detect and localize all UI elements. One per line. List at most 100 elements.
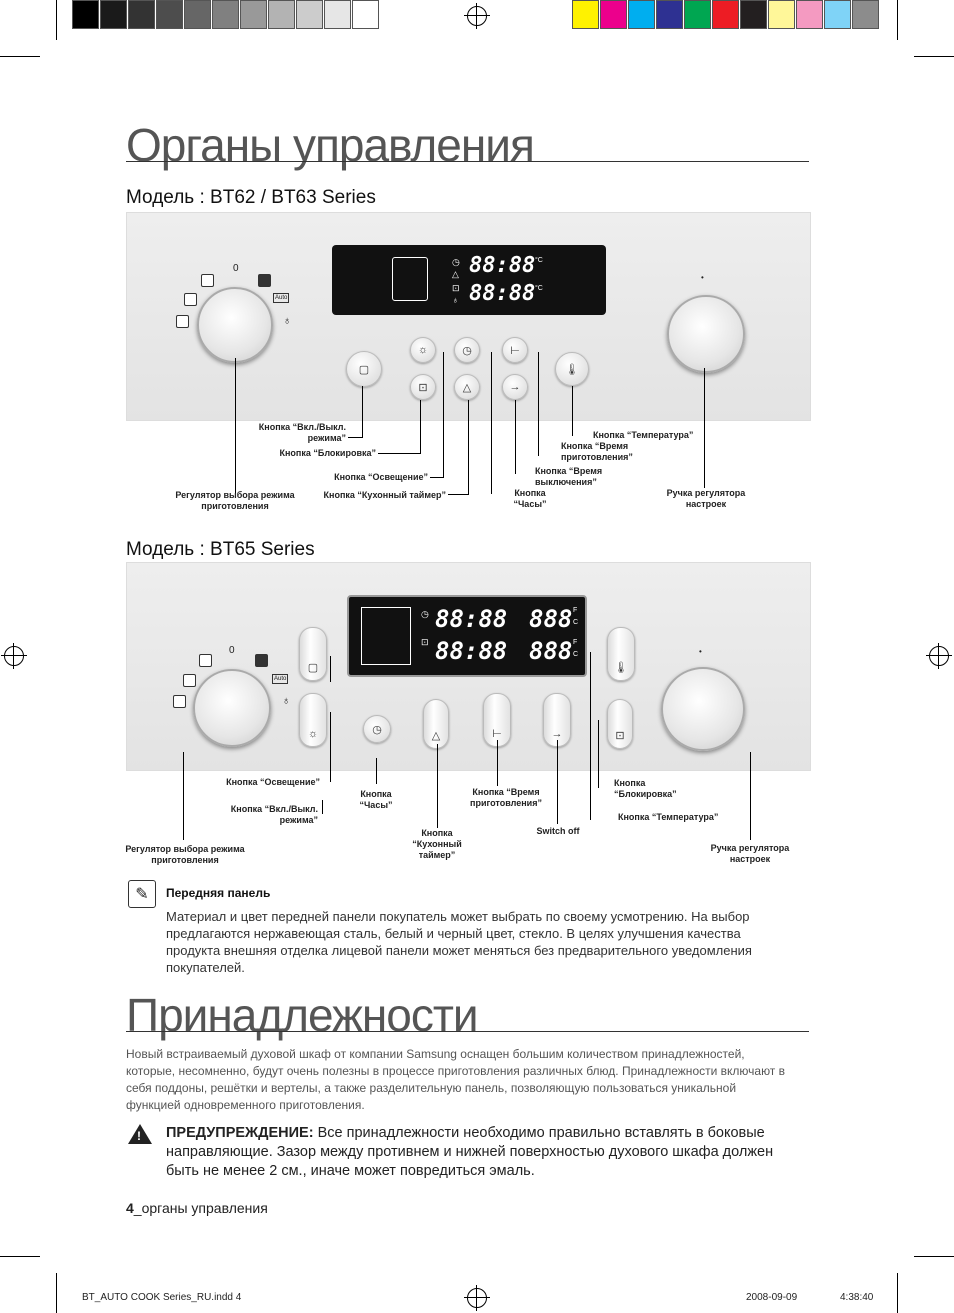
lock-icon: ⊡ — [615, 730, 625, 742]
gray-swatch — [184, 0, 211, 29]
display-digits: 88:88 — [435, 605, 508, 633]
leader-line — [348, 437, 362, 438]
knob-dot: • — [699, 647, 702, 656]
switch-off-button[interactable]: → — [543, 693, 571, 747]
label-clock: Кнопка “Часы” — [513, 488, 547, 509]
light-icon: ☼ — [307, 728, 319, 740]
model1-heading: Модель : BT62 / BT63 Series — [126, 187, 376, 208]
title-rule — [126, 1031, 809, 1032]
color-swatch — [628, 0, 655, 29]
leader-line — [322, 800, 323, 814]
leader-line — [572, 386, 573, 436]
bell-icon: △ — [431, 730, 441, 742]
on-off-button[interactable]: ▢ — [299, 627, 327, 681]
gray-swatch — [156, 0, 183, 29]
gray-swatch — [324, 0, 351, 29]
thermometer-icon: 🌡 — [614, 662, 628, 674]
kitchen-timer-button[interactable]: △ — [423, 699, 449, 749]
mode-selector-knob[interactable] — [193, 669, 271, 747]
gray-swatch — [212, 0, 239, 29]
cook-time-button[interactable]: ⊢ — [502, 337, 528, 363]
light-button[interactable]: ☼ — [299, 693, 327, 747]
display-temp: 888 — [529, 637, 573, 665]
mode-icon — [183, 674, 196, 687]
kitchen-timer-button[interactable]: △ — [454, 374, 480, 400]
leader-line — [468, 400, 469, 495]
note-title: Передняя панель — [166, 886, 271, 900]
end-time-icon: → — [551, 728, 563, 740]
leader-line — [538, 352, 539, 456]
display-digits-bottom: 88:88 — [469, 281, 536, 306]
setting-knob[interactable] — [661, 667, 745, 751]
leader-line — [376, 758, 377, 784]
temperature-button[interactable]: 🌡 — [555, 352, 589, 386]
note-text: Материал и цвет передней панели покупате… — [166, 909, 752, 975]
unit-c: C — [573, 619, 579, 626]
control-panel-bt65: 0 Auto ♁ ◷ ⊡ 88:88 88:88 888 888 F C F C… — [126, 562, 811, 771]
crop-mark — [0, 56, 40, 57]
end-time-icon: → — [509, 381, 521, 393]
color-swatch — [796, 0, 823, 29]
clock-button[interactable]: ◷ — [363, 715, 391, 743]
gray-swatch — [72, 0, 99, 29]
mode-selector-knob[interactable] — [197, 287, 273, 363]
registration-mark-icon — [464, 1285, 490, 1311]
leader-line — [330, 712, 331, 782]
label-cook-time: Кнопка “Время приготовления” — [561, 441, 633, 462]
square-icon: ▢ — [358, 363, 370, 376]
mode-icon — [173, 695, 186, 708]
mode-icon — [201, 274, 214, 287]
model2-heading: Модель : BT65 Series — [126, 539, 315, 560]
leader-line — [557, 740, 558, 824]
mode-icon — [199, 654, 212, 667]
cook-time-icon: ⊢ — [492, 728, 502, 740]
lock-icon: ⊡ — [452, 283, 460, 293]
clock-icon: ◷ — [372, 723, 382, 736]
gray-swatch — [296, 0, 323, 29]
crop-mark — [897, 1273, 898, 1313]
leader-line — [448, 494, 468, 495]
color-swatch — [656, 0, 683, 29]
end-time-button[interactable]: → — [502, 374, 528, 400]
page-number: 4 — [126, 1200, 134, 1216]
on-off-button[interactable]: ▢ — [346, 351, 382, 387]
cook-time-button[interactable]: ⊢ — [483, 693, 511, 747]
note-icon: ✎ — [128, 880, 156, 908]
label-kitchen-timer: Кнопка “Кухонный таймер” — [412, 828, 462, 860]
crop-mark — [56, 1273, 57, 1313]
display-digits: 88:88 — [435, 637, 508, 665]
knob-dot: • — [701, 273, 704, 282]
steam-icon: ♁ — [282, 695, 291, 707]
print-file-name: BT_AUTO COOK Series_RU.indd 4 — [82, 1292, 242, 1303]
square-icon: ▢ — [307, 662, 319, 674]
warning-icon — [128, 1124, 152, 1144]
mode-icon — [176, 315, 189, 328]
leader-line — [183, 752, 184, 840]
warning-block: ПРЕДУПРЕЖДЕНИЕ: Все принадлежности необх… — [166, 1124, 806, 1181]
label-lock: Кнопка “Блокировка” — [279, 448, 376, 458]
page-title: Органы управления — [126, 119, 535, 171]
color-swatch — [712, 0, 739, 29]
mode-icon — [255, 654, 268, 667]
gray-swatch — [352, 0, 379, 29]
display-screen: ◷ △ ⊡ ♁ 88:88 88:88 °C °C — [332, 245, 606, 315]
label-light: Кнопка “Освещение” — [226, 777, 320, 787]
crop-mark — [0, 1256, 40, 1257]
display-digits-top: 88:88 — [469, 253, 536, 278]
crop-mark — [897, 0, 898, 40]
accessories-title: Принадлежности — [126, 989, 479, 1041]
label-clock: Кнопка “Часы” — [359, 789, 393, 810]
color-swatch — [740, 0, 767, 29]
knob-zero-label: 0 — [233, 263, 239, 274]
setting-knob[interactable] — [667, 295, 745, 373]
lock-button[interactable]: ⊡ — [607, 699, 633, 749]
label-on-off: Кнопка “Вкл./Выкл. режима” — [258, 422, 346, 443]
steam-icon: ♁ — [283, 315, 292, 327]
lock-button[interactable]: ⊡ — [410, 374, 436, 400]
temperature-button[interactable]: 🌡 — [607, 627, 635, 681]
color-swatch — [768, 0, 795, 29]
warning-text: Все принадлежности необходимо правильно … — [166, 1125, 774, 1179]
leader-line — [362, 386, 363, 438]
clock-button[interactable]: ◷ — [454, 337, 480, 363]
light-button[interactable]: ☼ — [410, 337, 436, 363]
